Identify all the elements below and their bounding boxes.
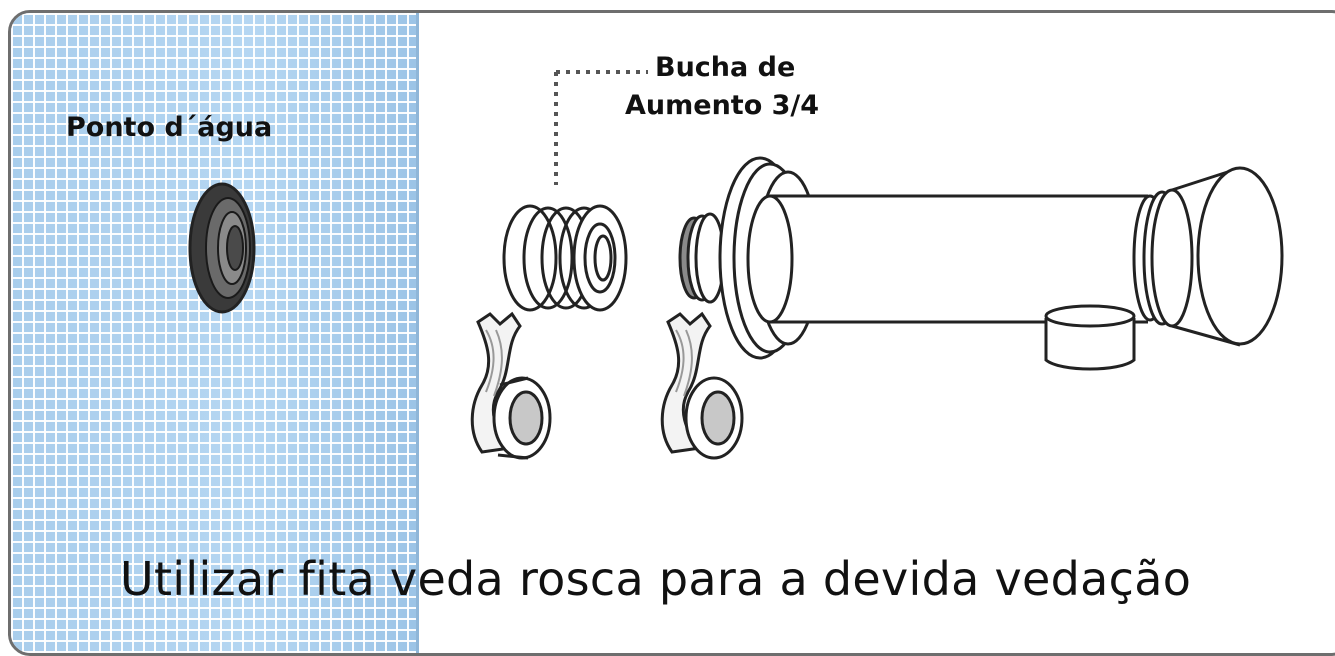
tiled-wall bbox=[11, 13, 419, 653]
thread-adapter-icon bbox=[502, 204, 628, 312]
sealing-tape-roll-icon bbox=[660, 311, 744, 460]
instruction-text: Utilizar fita veda rosca para a devida v… bbox=[120, 552, 1192, 606]
sealing-tape-roll-icon bbox=[470, 311, 552, 460]
adapter-label-line1: Bucha de bbox=[655, 52, 796, 83]
leader-line bbox=[554, 70, 648, 185]
faucet-body-icon bbox=[678, 156, 1284, 371]
water-point-label: Ponto d´água bbox=[66, 112, 273, 143]
water-outlet-icon bbox=[188, 182, 256, 314]
adapter-label-line2: Aumento 3/4 bbox=[625, 90, 820, 121]
installation-illustration bbox=[188, 70, 1284, 460]
